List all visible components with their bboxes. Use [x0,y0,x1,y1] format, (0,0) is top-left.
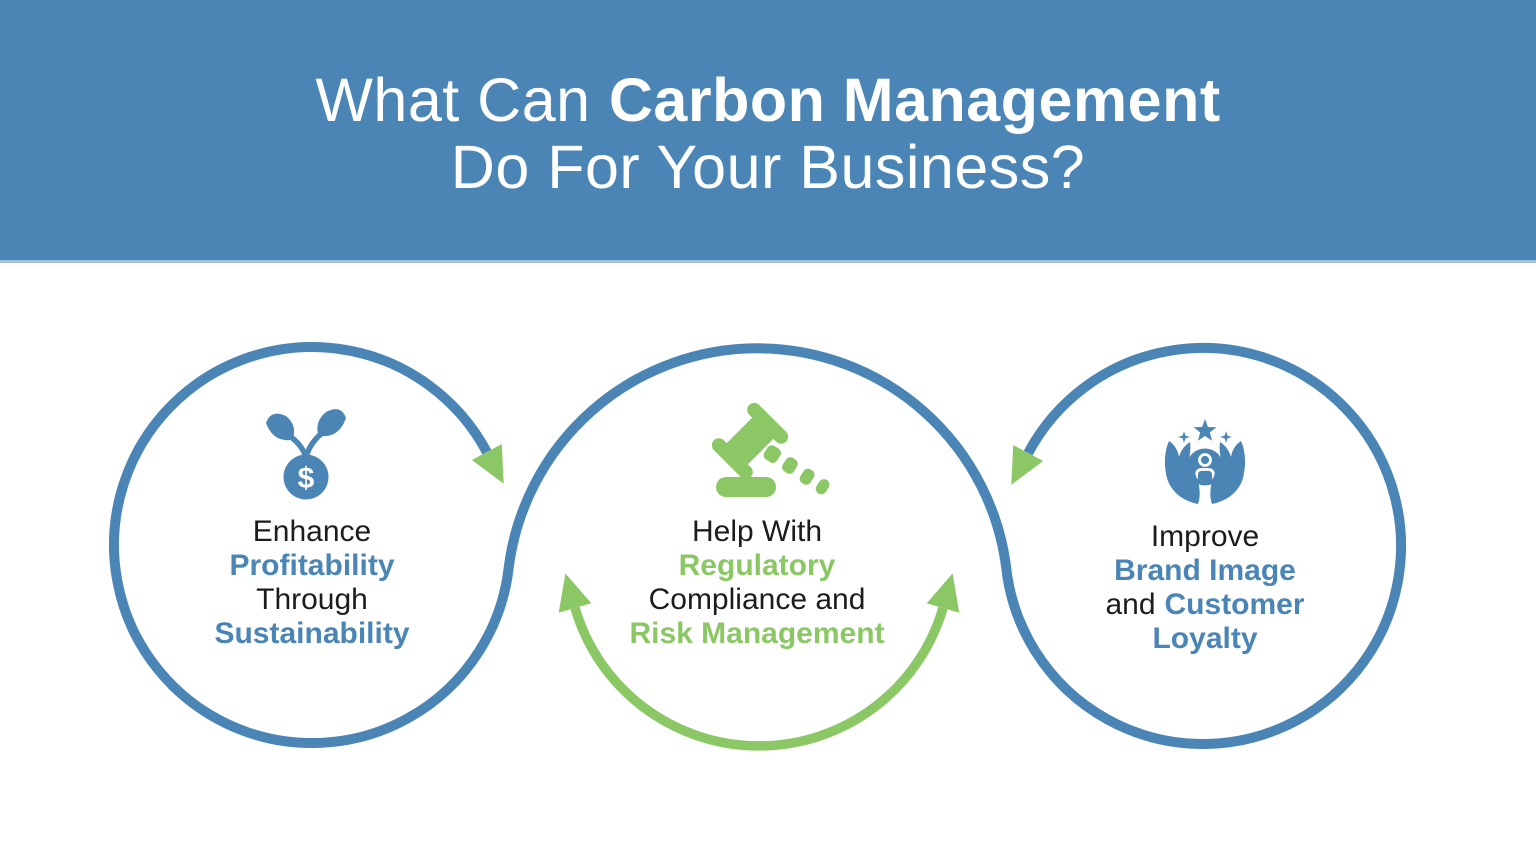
customer-body [1195,468,1215,480]
node-line: Sustainability [214,617,410,650]
money-sprout-icon: $ [266,409,346,500]
node-line-blue: Customer [1164,588,1305,621]
gavel-icon [711,402,830,497]
flow-arrowhead-right [1011,445,1044,485]
gavel-cap-bottom [711,438,753,480]
node-line: Through [256,583,368,616]
sprout-leaf-right [317,409,346,437]
flow-line [109,342,1407,749]
node-line: and Customer [1035,588,1375,622]
hand-left [1164,441,1200,504]
coin-circle [283,454,329,500]
diagram-canvas: $ [0,263,1536,864]
node-line: Regulatory [678,549,836,582]
cycle-arrowhead-right [926,573,960,613]
node-line: Compliance and [648,583,866,616]
node-line: Risk Management [629,617,885,650]
sparkle-icon-right [1220,431,1232,443]
node-line: Improve [1150,520,1260,553]
sparkle-icon-left [1178,431,1190,443]
gavel-cap-top [747,402,789,444]
title-line1-bold: Carbon Management [608,66,1221,134]
node-line: Loyalty [1152,622,1258,655]
cycle-arrowhead-left [558,573,592,613]
node-line: Profitability [229,549,395,582]
node-regulatory: Help With Regulatory Compliance and Risk… [587,515,927,651]
title-line1-regular: What Can [315,66,591,134]
hand-right [1210,441,1246,504]
cycle-arc [570,606,948,751]
gavel-handle-segment [799,468,815,485]
sprout-leaf-left [266,413,295,441]
node-line: Brand Image [1114,554,1296,587]
coin-dollar-text: $ [298,462,315,495]
node-line: Help With [691,515,823,548]
hands-customer-icon [1164,419,1246,504]
node-brand-image: Improve Brand Image and Customer Loyalty [1035,520,1375,656]
gavel-handle-segment [815,479,830,495]
title-line-2: Do For Your Business? [450,133,1086,201]
gavel-base [716,477,776,497]
flow-arrowhead-left [471,444,504,484]
gavel-handle-segment [763,445,782,463]
node-line-dark: and [1105,588,1156,621]
gavel-handle [763,445,830,495]
node-profitability: Enhance Profitability Through Sustainabi… [142,515,482,651]
flow-diagram: $ [109,342,1407,751]
node-line: Enhance [252,515,372,548]
customer-head [1198,453,1212,467]
gavel-handle-segment [782,457,798,474]
star-icon [1193,419,1217,441]
